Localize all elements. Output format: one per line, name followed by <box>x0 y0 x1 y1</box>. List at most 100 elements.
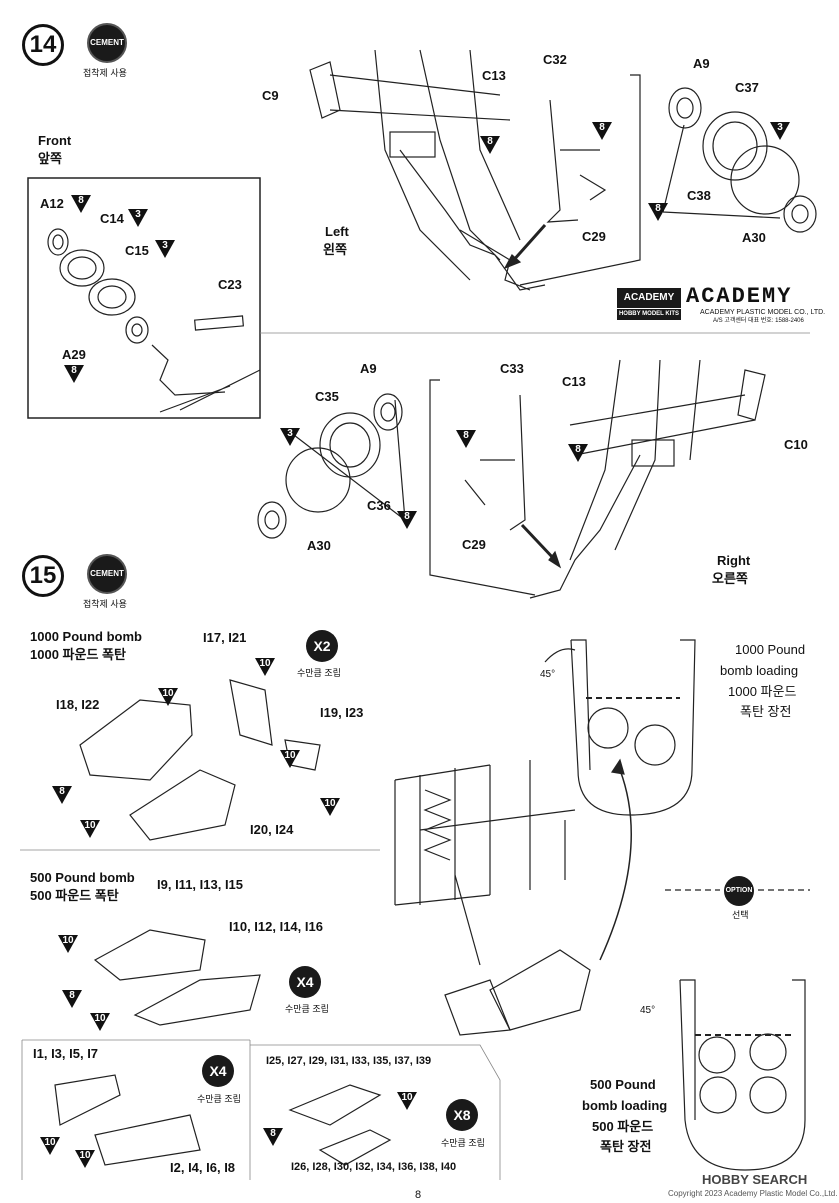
part-label: C23 <box>218 277 242 292</box>
bomb-500-loading: 폭탄 장전 <box>600 1139 652 1154</box>
part-label: I19, I23 <box>320 705 364 720</box>
part-label: I20, I24 <box>250 822 294 837</box>
bomb-500-loading: 500 Pound <box>590 1077 656 1092</box>
paint-indicator: 10 <box>280 750 300 768</box>
part-label: C37 <box>735 80 759 95</box>
paint-indicator: 10 <box>75 1150 95 1168</box>
watermark: HOBBY SEARCH <box>702 1172 808 1187</box>
part-label: I18, I22 <box>56 697 100 712</box>
paint-indicator: 8 <box>64 365 84 383</box>
paint-indicator: 10 <box>255 658 275 676</box>
bomb-500-loading: bomb loading <box>582 1098 668 1113</box>
part-label: C9 <box>262 88 279 103</box>
paint-indicator: 8 <box>480 136 500 154</box>
right-label: Right <box>717 553 751 568</box>
bomb-1000-loading: 1000 Pound <box>735 642 806 657</box>
page-number: 8 <box>415 1189 422 1201</box>
paint-indicator: 10 <box>90 1013 110 1031</box>
paint-indicator: 8 <box>568 444 588 462</box>
quantity-korean: 수만큼 조립 <box>297 668 341 678</box>
part-label: C13 <box>482 68 506 83</box>
paint-indicator: 10 <box>320 798 340 816</box>
part-label: I25, I27, I29, I31, I33, I35, I37, I39 <box>266 1055 432 1067</box>
part-label: A12 <box>40 196 64 211</box>
bomb-1000-loading: 폭탄 장전 <box>740 704 792 719</box>
part-label: I9, I11, I13, I15 <box>157 877 244 892</box>
bomb-500-korean: 500 파운드 폭탄 <box>30 888 119 903</box>
part-label: C38 <box>687 188 711 203</box>
paint-indicator: 10 <box>397 1092 417 1110</box>
angle-label: 45° <box>640 1005 656 1016</box>
front-label: Front <box>38 133 72 148</box>
paint-indicator: 8 <box>263 1128 283 1146</box>
paint-indicator: 3 <box>770 122 790 140</box>
quantity-badge: X4 <box>289 966 321 998</box>
part-label: A9 <box>360 361 377 376</box>
paint-indicator: 3 <box>280 428 300 446</box>
quantity-badge: X8 <box>446 1099 478 1131</box>
part-label: C32 <box>543 52 567 67</box>
company-name: ACADEMY PLASTIC MODEL CO., LTD. <box>700 309 826 316</box>
left-label: Left <box>325 224 349 239</box>
paint-indicator: 8 <box>456 430 476 448</box>
bomb-1000-korean: 1000 파운드 폭탄 <box>30 647 126 662</box>
quantity-korean: 수만큼 조립 <box>285 1004 329 1014</box>
bomb-1000-loading: bomb loading <box>720 663 799 678</box>
paint-indicator: 3 <box>155 240 175 258</box>
part-label: I10, I12, I14, I16 <box>229 919 323 934</box>
right-korean-label: 오른쪽 <box>712 571 748 586</box>
paint-indicator: 10 <box>40 1137 60 1155</box>
quantity-korean: 수만큼 조립 <box>441 1138 485 1148</box>
quantity-korean: 수만큼 조립 <box>197 1094 241 1104</box>
step-14-number: 14 <box>22 24 64 66</box>
paint-indicator: 8 <box>52 786 72 804</box>
part-label: A9 <box>693 56 710 71</box>
academy-wordmark: ACADEMY <box>686 284 793 309</box>
bomb-1000-loading: 1000 파운드 <box>728 684 797 699</box>
option-badge: OPTION <box>724 876 754 906</box>
front-korean-label: 앞쪽 <box>38 151 62 166</box>
copyright: Copyright 2023 Academy Plastic Model Co.… <box>668 1189 838 1198</box>
part-label: C14 <box>100 211 124 226</box>
quantity-badge: X2 <box>306 630 338 662</box>
quantity-badge: X4 <box>202 1055 234 1087</box>
paint-indicator: 10 <box>58 935 78 953</box>
bomb-500-title: 500 Pound bomb <box>30 870 135 885</box>
cement-korean-label: 접착제 사용 <box>83 599 127 609</box>
part-label: A30 <box>742 230 766 245</box>
paint-indicator: 8 <box>592 122 612 140</box>
paint-indicator: 8 <box>397 511 417 529</box>
part-label: C35 <box>315 389 339 404</box>
step-15-number: 15 <box>22 555 64 597</box>
bomb-500-loading: 500 파운드 <box>592 1119 654 1134</box>
part-label: A30 <box>307 538 331 553</box>
part-label: C29 <box>462 537 486 552</box>
paint-indicator: 8 <box>62 990 82 1008</box>
part-label: I2, I4, I6, I8 <box>170 1160 236 1175</box>
bomb-1000-title: 1000 Pound bomb <box>30 629 142 644</box>
academy-badge-sub: HOBBY MODEL KITS <box>617 309 681 320</box>
paint-indicator: 8 <box>71 195 91 213</box>
cement-icon: CEMENT <box>87 554 127 594</box>
angle-label: 45° <box>540 669 556 680</box>
part-label: I26, I28, I30, I32, I34, I36, I38, I40 <box>291 1161 457 1173</box>
part-label: I17, I21 <box>203 630 247 645</box>
service-info: A/S 고객센터 대표 번호: 1588-2406 <box>713 318 804 324</box>
paint-indicator: 8 <box>648 203 668 221</box>
left-korean-label: 왼쪽 <box>323 242 347 257</box>
paint-indicator: 10 <box>158 688 178 706</box>
part-label: C13 <box>562 374 586 389</box>
part-label: A29 <box>62 347 86 362</box>
cement-icon: CEMENT <box>87 23 127 63</box>
part-label: C29 <box>582 229 606 244</box>
academy-badge: ACADEMY <box>617 288 681 308</box>
cement-korean-label: 접착제 사용 <box>83 68 127 78</box>
part-label: C10 <box>784 437 808 452</box>
paint-indicator: 3 <box>128 209 148 227</box>
part-label: C36 <box>367 498 391 513</box>
part-label: C15 <box>125 243 149 258</box>
part-label: I1, I3, I5, I7 <box>33 1046 99 1061</box>
option-korean: 선택 <box>732 910 749 920</box>
part-label: C33 <box>500 361 524 376</box>
